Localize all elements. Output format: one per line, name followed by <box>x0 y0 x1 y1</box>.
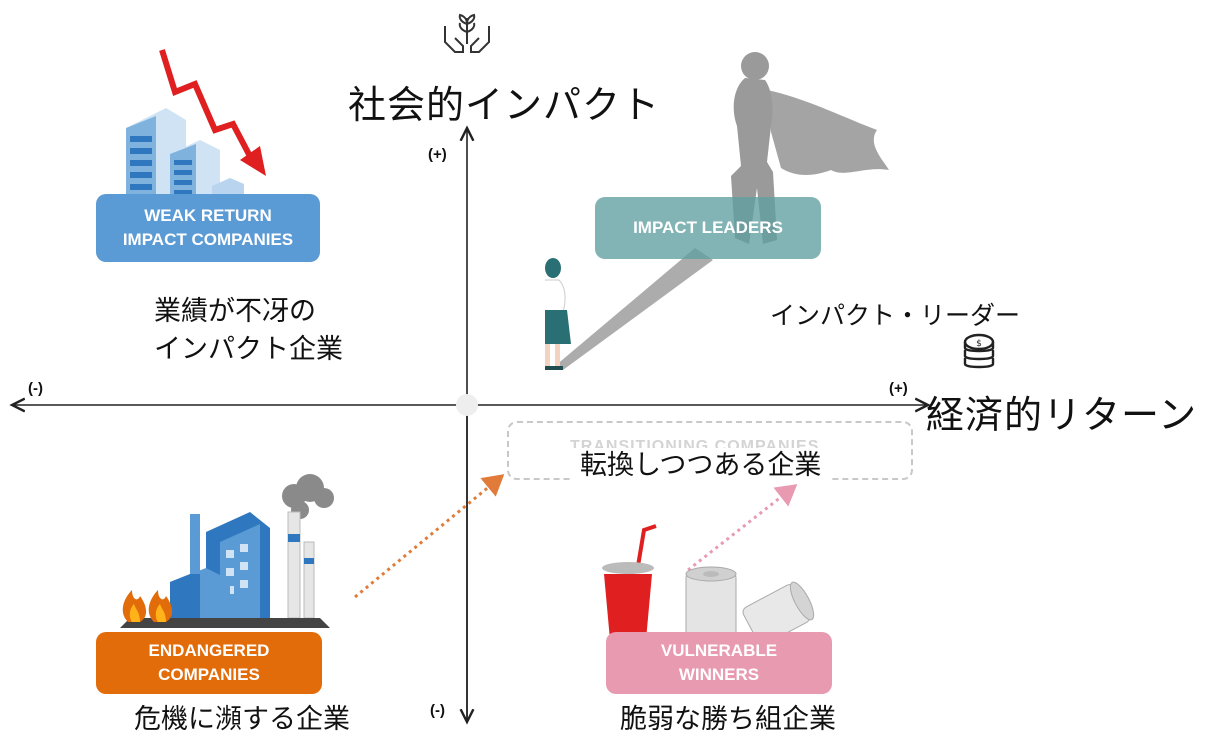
x-plus-sign: (+) <box>889 380 908 397</box>
superhero-woman-icon <box>545 52 889 370</box>
weak-return-label-line2: インパクト企業 <box>154 334 343 365</box>
falling-arrow-icon <box>159 49 266 176</box>
impact-leaders-badge-text: IMPACT LEADERS <box>633 218 783 237</box>
fire-icon <box>122 590 173 622</box>
office-buildings-icon <box>126 49 266 200</box>
coins-icon: $ <box>963 333 995 369</box>
transitioning-badge-text: TRANSITIONING COMPANIES <box>570 438 820 450</box>
weak-return-label-line1: 業績が不冴の <box>154 296 316 327</box>
y-minus-sign: (-) <box>430 702 445 719</box>
vulnerable-badge-text: VULNERABLE WINNERS <box>660 641 778 684</box>
vulnerable-transition-arrow <box>687 484 798 572</box>
transitioning-label: 転換しつつある企業 <box>572 448 830 484</box>
y-axis-title: 社会的インパクト <box>348 83 661 127</box>
endangered-badge: ENDANGERED COMPANIES <box>96 632 322 694</box>
x-axis-title: 経済的リターン <box>926 393 1198 437</box>
impact-leaders-badge: IMPACT LEADERS <box>595 197 821 259</box>
x-minus-sign: (-) <box>28 380 43 397</box>
weak-return-badge: WEAK RETURN IMPACT COMPANIES <box>96 194 320 262</box>
cans-icon <box>685 566 815 640</box>
soda-cup-icon <box>602 524 815 640</box>
weak-return-badge-text: WEAK RETURN IMPACT COMPANIES <box>122 206 294 249</box>
svg-text:$: $ <box>976 339 982 349</box>
endangered-badge-text: ENDANGERED COMPANIES <box>148 641 270 684</box>
impact-leaders-label: インパクト・リーダー <box>770 301 1021 330</box>
endangered-label: 危機に瀕する企業 <box>134 704 350 735</box>
vulnerable-badge: VULNERABLE WINNERS <box>606 632 832 694</box>
hands-plant-icon <box>444 13 490 53</box>
factory-icon <box>120 474 334 628</box>
vulnerable-label: 脆弱な勝ち組企業 <box>620 704 836 735</box>
businesswoman-icon <box>545 258 571 370</box>
origin-dot <box>456 394 478 416</box>
endangered-transition-arrow <box>354 474 505 599</box>
y-plus-sign: (+) <box>428 146 447 163</box>
